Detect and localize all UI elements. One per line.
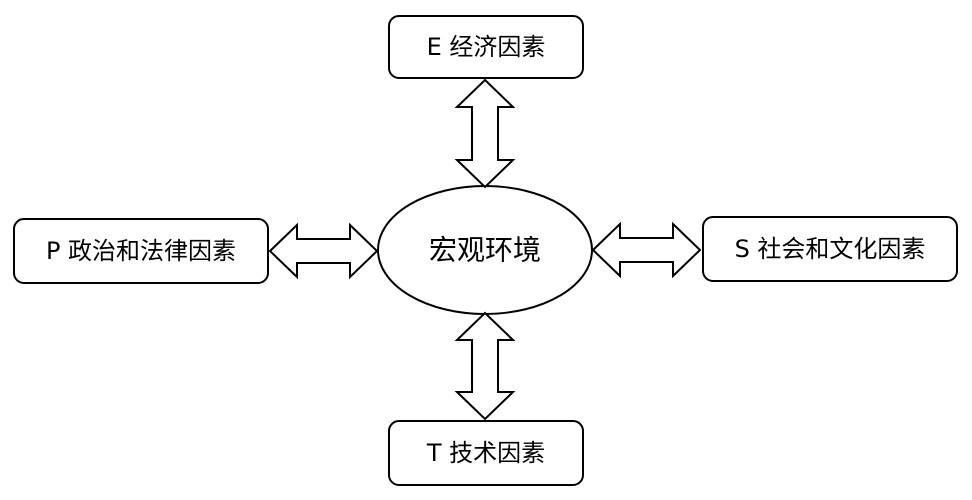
center-label: 宏观环境 xyxy=(429,234,541,267)
social-node: S 社会和文化因素 xyxy=(702,216,958,282)
double-arrow-right xyxy=(591,221,702,279)
political-label: P 政治和法律因素 xyxy=(46,237,236,265)
economic-box xyxy=(388,15,584,79)
economic-node: E 经济因素 xyxy=(388,15,584,79)
economic-label: E 经济因素 xyxy=(427,33,546,61)
social-label: S 社会和文化因素 xyxy=(735,235,926,263)
technological-box xyxy=(388,420,584,486)
technological-node: T 技术因素 xyxy=(388,420,584,486)
technological-label: T 技术因素 xyxy=(426,439,545,467)
political-box xyxy=(13,218,269,284)
center-node: 宏观环境 xyxy=(377,185,593,315)
double-arrow-bottom xyxy=(454,311,516,421)
political-node: P 政治和法律因素 xyxy=(13,218,269,284)
double-arrow-left xyxy=(268,222,379,280)
social-box xyxy=(702,216,958,282)
double-arrow-top xyxy=(454,78,516,189)
